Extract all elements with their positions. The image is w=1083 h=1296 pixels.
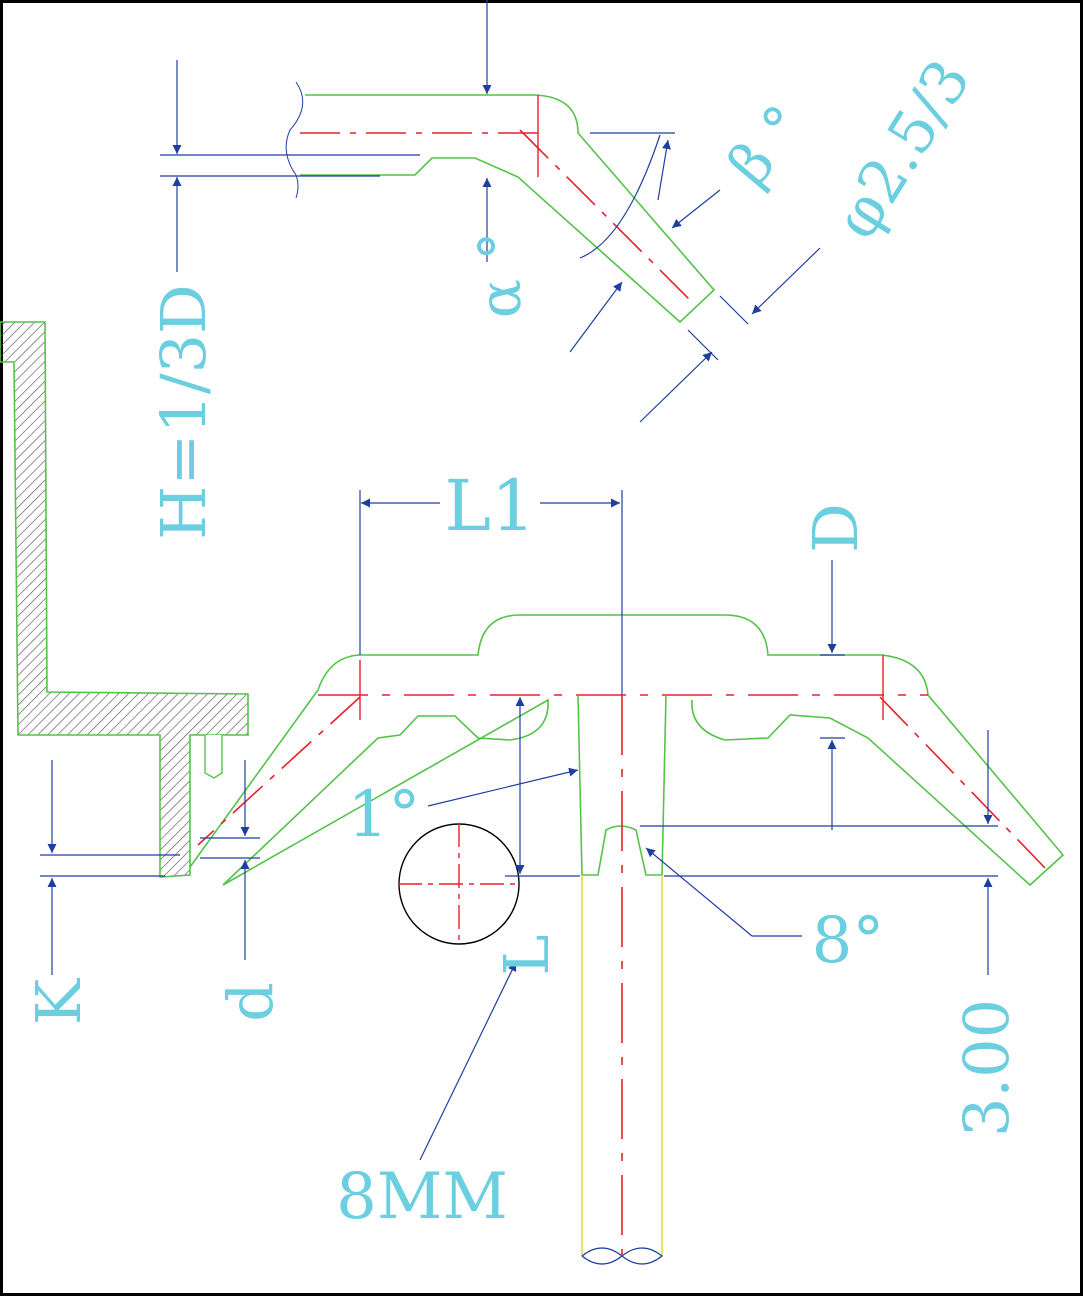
- label-k: K: [22, 977, 95, 1025]
- beta-leader: [671, 189, 721, 229]
- phi-ext-1: [719, 295, 749, 325]
- runner-centerline-right: [879, 696, 1046, 869]
- top-gate-detail: [160, 0, 821, 423]
- one-deg-leader: [427, 767, 579, 807]
- break-arc: [285, 81, 304, 199]
- label-one-deg: 1°: [348, 778, 421, 852]
- label-d-lower: d: [214, 982, 287, 1022]
- label-beta: β °: [715, 92, 819, 198]
- label-eight-deg: 8°: [812, 904, 885, 978]
- label-h-formula: H=1/3D: [147, 284, 220, 540]
- runner-outline: [189, 614, 1065, 887]
- top-gate-outline: [300, 94, 716, 324]
- hatched-part: [0, 321, 249, 878]
- lower-dimensions: [40, 490, 998, 1161]
- labels: H=1/3D α ° β ° φ2.5/3 L1 D 1° 8° L K d 3…: [22, 48, 1023, 1234]
- label-three: 3.00: [950, 999, 1023, 1137]
- runner-main: [189, 490, 1065, 1265]
- label-l1: L1: [444, 465, 535, 547]
- label-eight-mm: 8MM: [336, 1160, 508, 1234]
- label-phi: φ2.5/3: [821, 48, 984, 251]
- runner-centerline-left: [197, 696, 361, 846]
- eight-mm-leader: [419, 961, 517, 1161]
- alpha-arc: [579, 134, 661, 259]
- label-l-lower: L: [490, 934, 563, 975]
- part-slot: [204, 735, 223, 779]
- sprue-break: [581, 1247, 663, 1265]
- phi-arrow-2: [639, 351, 713, 423]
- label-alpha: α °: [466, 232, 534, 319]
- part-section: [0, 321, 249, 878]
- top-centerline-diag: [519, 129, 696, 306]
- label-d-upper: D: [799, 503, 872, 553]
- phi-arrow-1: [751, 247, 821, 315]
- sprue-outline: [577, 694, 667, 876]
- eight-deg-leader: [645, 847, 802, 937]
- alpha-leader: [569, 281, 623, 353]
- beta-arrow: [657, 139, 671, 201]
- phi-ext-2: [687, 329, 719, 361]
